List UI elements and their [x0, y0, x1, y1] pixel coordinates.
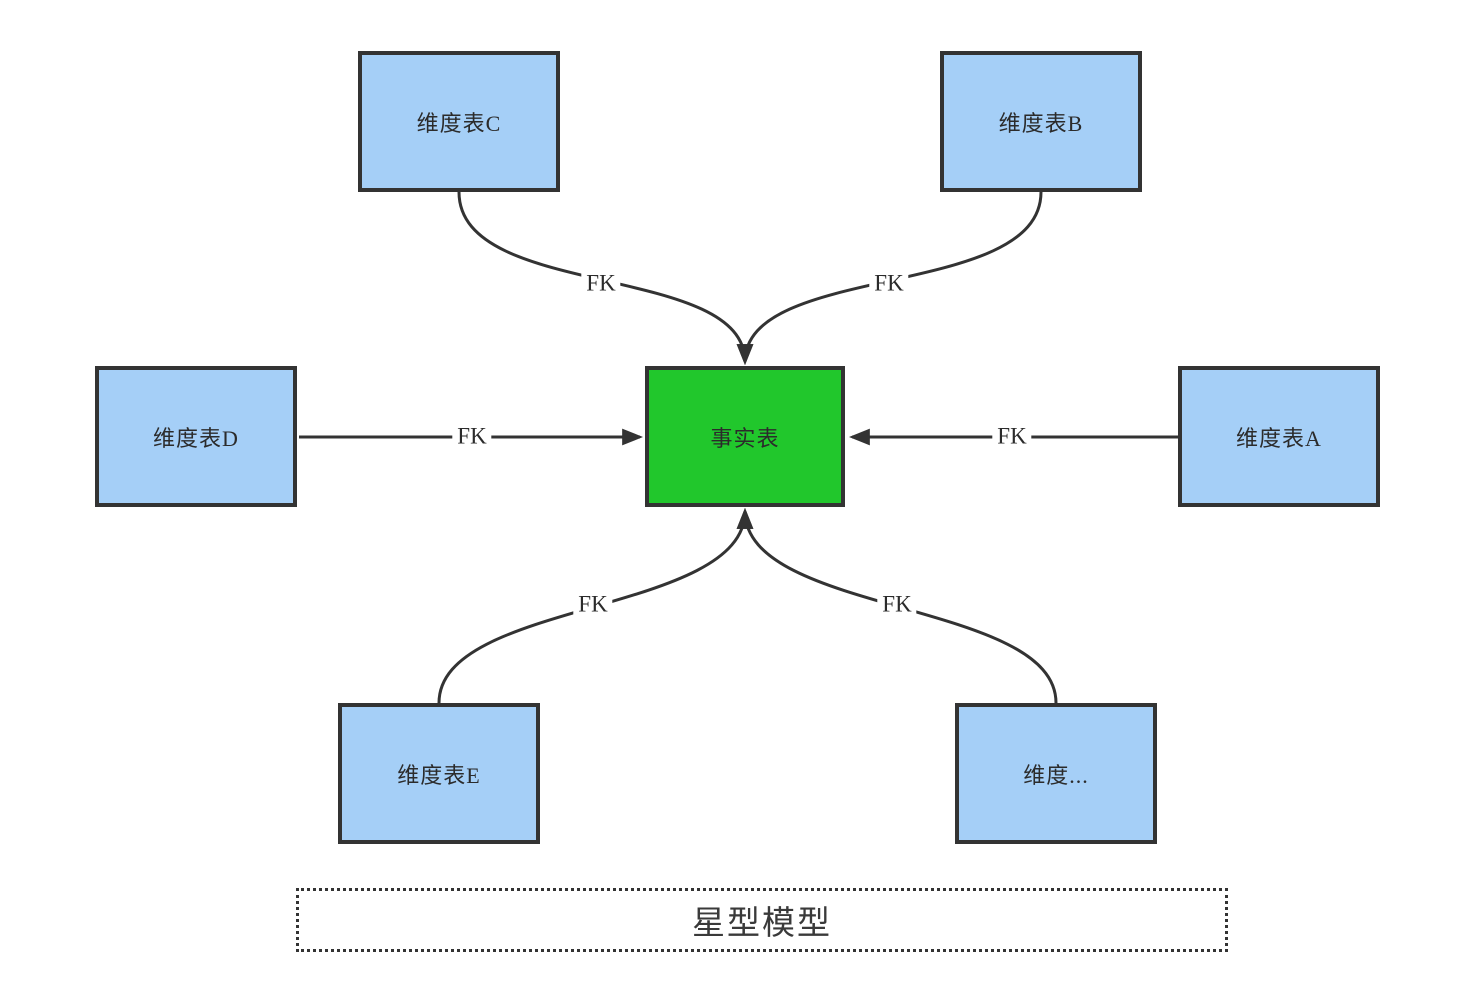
diagram-title: 星型模型 — [692, 906, 832, 942]
node-dimension-table-d: 维度表D — [95, 366, 297, 507]
node-dimension-table-more: 维度... — [955, 703, 1157, 844]
node-label: 维度表C — [416, 110, 502, 136]
node-label: 事实表 — [710, 425, 780, 451]
node-label: 维度表D — [153, 425, 239, 451]
node-label: 维度... — [1023, 762, 1089, 788]
edge-label-fk-a: FK — [992, 422, 1032, 450]
diagram-title-box: 星型模型 — [296, 888, 1228, 952]
node-dimension-table-a: 维度表A — [1178, 366, 1380, 507]
edge-label-fk-d: FK — [452, 422, 492, 450]
node-dimension-table-e: 维度表E — [338, 703, 540, 844]
node-label: 维度表B — [998, 110, 1084, 136]
node-label: 维度表E — [397, 762, 481, 788]
node-fact-table: 事实表 — [645, 366, 845, 507]
edge-label-fk-c: FK — [581, 269, 621, 297]
edge-label-fk-b: FK — [869, 269, 909, 297]
edge-label-fk-more: FK — [877, 590, 917, 618]
node-dimension-table-b: 维度表B — [940, 51, 1142, 192]
edge-label-fk-e: FK — [573, 590, 613, 618]
node-dimension-table-c: 维度表C — [358, 51, 560, 192]
node-label: 维度表A — [1236, 425, 1322, 451]
